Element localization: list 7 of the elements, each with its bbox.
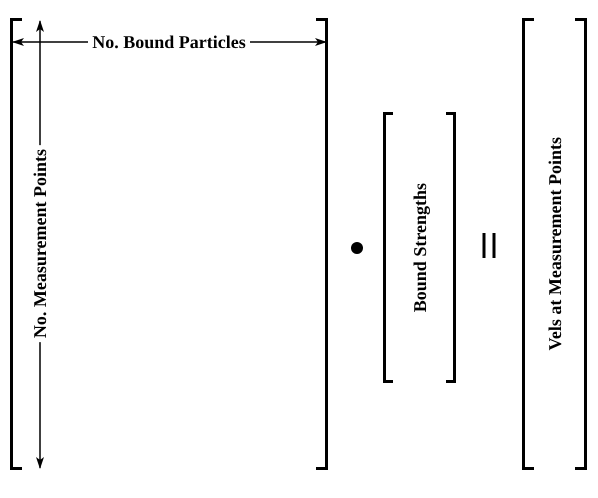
matrix-bracket <box>522 18 587 470</box>
dimension-label: Bound Strengths <box>410 182 428 312</box>
matrix-bracket <box>383 112 456 383</box>
matrix-bracket <box>10 18 328 470</box>
dimension-label: No. Measurement Points <box>31 145 49 343</box>
dimension-label: Vels at Measurement Points <box>546 137 564 351</box>
dimension-label: No. Bound Particles <box>88 33 250 51</box>
